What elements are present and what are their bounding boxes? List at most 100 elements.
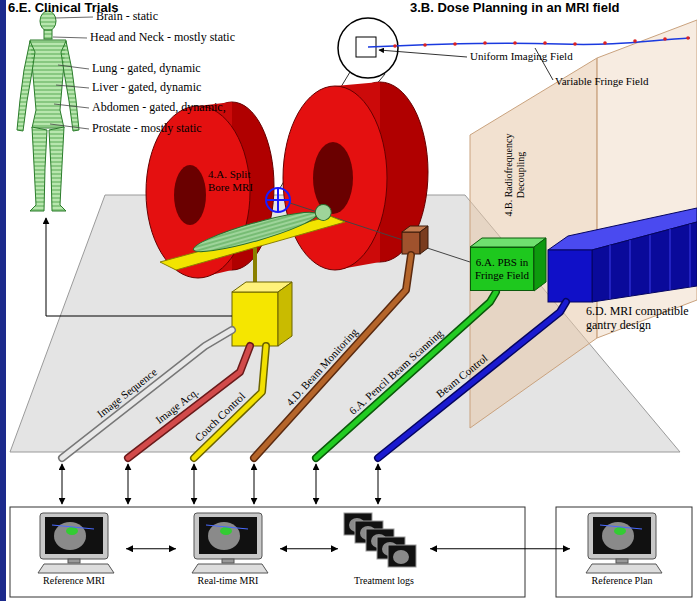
workstation-panel	[556, 507, 692, 597]
human-figure	[17, 11, 79, 211]
gantry-label: 6.D. MRI compatible gantry design	[586, 305, 694, 333]
computer-icon	[570, 511, 674, 575]
couch-control-box	[278, 282, 292, 346]
workstation-panel	[10, 507, 692, 597]
field-inset	[393, 44, 397, 48]
field-inset	[513, 41, 517, 45]
image-stack-icon	[338, 511, 430, 575]
workstation-label: Real-time MRI	[198, 575, 259, 587]
bore-wheel	[277, 188, 279, 212]
gantry	[690, 224, 691, 287]
field-inset	[663, 37, 667, 41]
workstation: Real-time MRI	[176, 511, 280, 587]
human-figure	[17, 11, 79, 211]
pbs-box-faces	[470, 238, 546, 291]
patient	[191, 206, 319, 259]
feedback-arrow	[316, 464, 317, 504]
leader-line	[55, 17, 93, 18]
computer-icon	[220, 527, 232, 535]
double-arrow	[430, 548, 570, 549]
field-inset	[603, 41, 607, 45]
workstation-panel	[10, 507, 525, 597]
leader-line	[50, 17, 93, 129]
box-label: 6.A. PBS in Fringe Field	[474, 256, 530, 281]
feedback-arrow	[128, 464, 129, 504]
workstation: Reference Plan	[570, 511, 674, 587]
split-bore-magnet	[313, 142, 353, 214]
computer-icon	[208, 522, 240, 550]
control-cable	[254, 255, 411, 458]
cable-label: Couch Control	[193, 390, 249, 444]
slide-edge	[0, 0, 6, 601]
feedback-arrow	[194, 464, 195, 504]
feedback-arrow	[254, 464, 255, 504]
control-cable	[378, 302, 566, 458]
computer-icon	[45, 517, 103, 554]
computer-icon	[206, 525, 248, 529]
field-label: Uniform Imaging Field	[470, 50, 573, 63]
field-inset	[368, 38, 690, 47]
computer-icon	[600, 525, 642, 529]
image-stack-icon	[388, 545, 416, 567]
couch-control-box	[232, 282, 292, 346]
cable-label: 6.A. Pencil Beam Scanning	[346, 327, 445, 417]
gantry	[548, 250, 592, 302]
field-label: Variable Fringe Field	[555, 75, 648, 88]
section-heading: 3.B. Dose Planning in an MRI field	[410, 1, 619, 16]
workstation-label: Treatment logs	[354, 575, 414, 587]
field-inset	[393, 36, 690, 48]
cable-label: Image Acq.	[153, 386, 201, 427]
control-cable	[128, 346, 250, 458]
gantry	[650, 235, 651, 293]
cable-label: 4.D. Beam Monitoring	[284, 325, 361, 408]
gantry	[592, 222, 697, 302]
computer-icon	[52, 525, 94, 529]
beam-monitor-box	[402, 232, 420, 254]
computer-icon	[614, 527, 626, 535]
site-label: Abdomen - gated, dynamic,	[92, 101, 226, 115]
split-bore-magnet	[283, 86, 387, 270]
field-inset	[686, 36, 690, 40]
patient	[191, 202, 333, 259]
cable-label: Image Sequence	[94, 366, 159, 421]
computer-icon	[22, 511, 126, 575]
magnet-label: 4.A. Split Bore MRI	[208, 168, 266, 193]
computer-icon	[176, 511, 280, 575]
feedback-arrow	[46, 218, 232, 316]
pbs-box-faces	[470, 238, 546, 247]
computer-icon	[588, 513, 656, 559]
site-label: Prostate - mostly static	[92, 122, 202, 136]
field-inset	[633, 39, 637, 43]
beam-monitor-box	[420, 226, 428, 254]
leader-line	[50, 124, 89, 129]
computer-icon	[192, 564, 268, 573]
bore-wheel	[266, 188, 290, 212]
rf-decoupling-plane	[470, 20, 697, 428]
pbs-box: 6.A. PBS in Fringe Field	[470, 247, 534, 291]
leader-line	[54, 104, 89, 108]
computer-icon	[194, 513, 262, 559]
feedback-arrow	[46, 218, 378, 504]
couch-control-box	[232, 292, 278, 346]
control-cable	[254, 255, 411, 458]
field-inset	[379, 50, 467, 57]
gantry	[610, 224, 690, 299]
leader-line	[56, 85, 89, 88]
pbs-box-faces	[534, 238, 546, 291]
site-label: Lung - gated, dynamic	[92, 62, 201, 76]
computer-icon	[586, 564, 662, 573]
double-arrow	[280, 548, 338, 549]
computer-icon	[40, 513, 108, 559]
computer-icon	[616, 559, 628, 563]
workstation-label: Reference Plan	[592, 575, 653, 587]
field-inset	[338, 18, 398, 78]
site-label: Liver - gated, dynamic	[92, 81, 201, 95]
feedback-arrow	[62, 464, 63, 504]
computer-icon	[222, 559, 234, 563]
site-label: Brain - static	[96, 10, 158, 24]
workstation: Treatment logs	[338, 511, 430, 587]
computer-icon	[66, 527, 78, 535]
human-figure	[17, 11, 79, 211]
leader-line	[53, 37, 87, 38]
